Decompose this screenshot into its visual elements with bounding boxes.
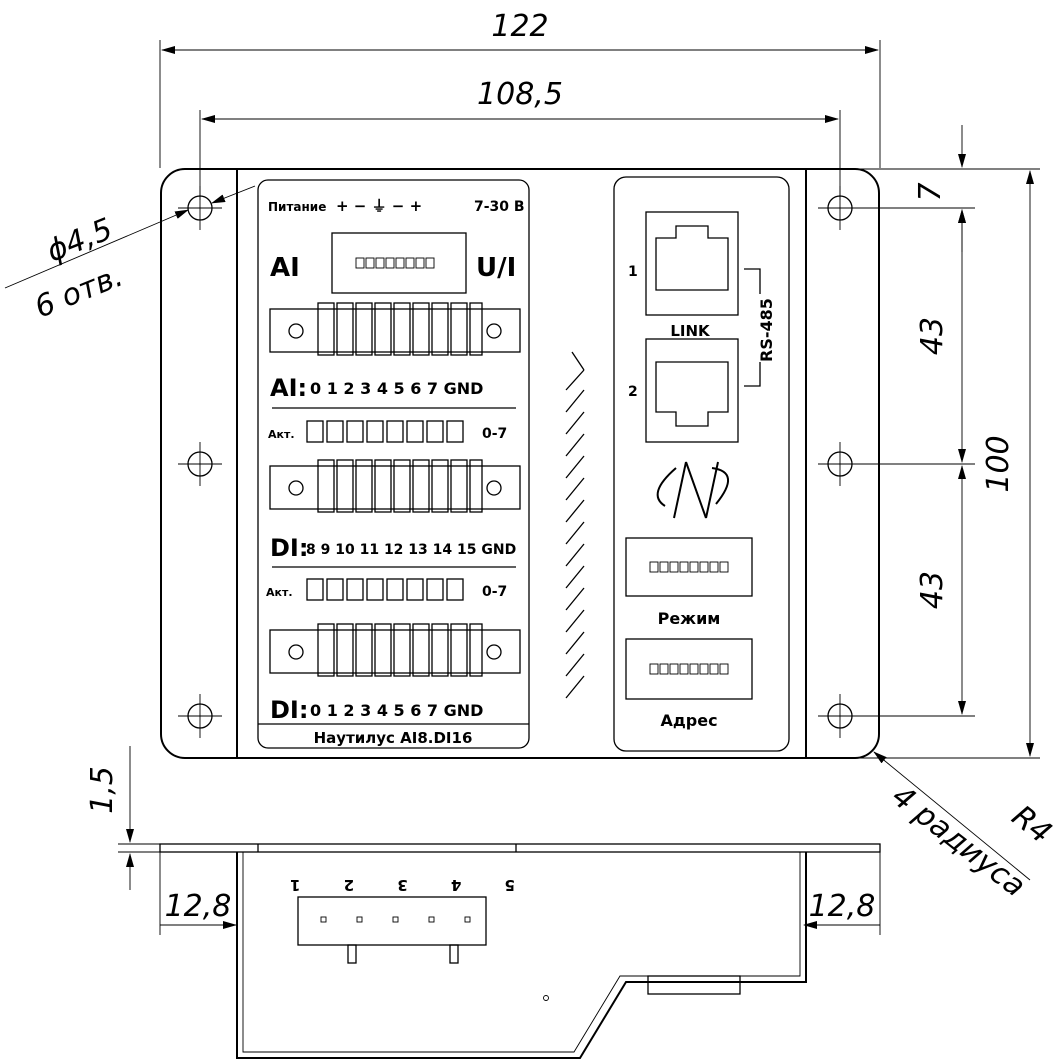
housing-outline [236, 168, 807, 759]
di-pin-row-2: DI: 0 1 2 3 4 5 6 7 GND [270, 696, 483, 724]
hole-mid-right [818, 442, 862, 486]
di-row2-prefix: DI: [270, 696, 308, 724]
akt-label-2: Акт. [266, 586, 293, 599]
power-row: Питание + − ⏚ − + 7-30 В [268, 197, 525, 215]
side-base-plate [159, 843, 881, 853]
power-signs: + − ⏚ − + [336, 197, 422, 215]
mode-label: Режим [658, 609, 721, 628]
vent-slots [565, 351, 585, 699]
port1-label: 1 [628, 264, 638, 280]
mode-dip-switch [625, 537, 753, 597]
dim-radius-count-text: 4 радиуса [885, 779, 1032, 904]
di-row2-numbers: 0 1 2 3 4 5 6 7 GND [310, 701, 483, 720]
hole-bottom-left [178, 694, 222, 738]
connector-ai [269, 302, 521, 356]
hole-bottom-right [818, 694, 862, 738]
akt-label-1: Акт. [268, 428, 295, 441]
hole-top-right [818, 186, 862, 230]
dim-offset-right-text: 12,8 [809, 889, 876, 924]
dimension-thickness: 1,5 [85, 746, 238, 890]
hole-mid-left [178, 442, 222, 486]
dimension-radius: 4 радиуса R4 [873, 751, 1054, 904]
ai-switch-right-label: U/I [476, 253, 516, 283]
dimension-offsets: 12,8 12,8 [159, 852, 881, 935]
akt-row-1: Акт. 0-7 [268, 420, 507, 443]
port2-label: 2 [628, 384, 638, 400]
ai-pin-row: AI: 0 1 2 3 4 5 6 7 GND [270, 374, 483, 402]
akt-range-1: 0-7 [482, 426, 507, 442]
dim-hole-count-text: 6 отв. [30, 259, 128, 326]
mounting-holes [178, 186, 862, 738]
ai-switch-left-label: AI [270, 253, 300, 283]
dimension-vertical-chain: 7 43 43 100 [850, 125, 1040, 759]
dim-offset-left-text: 12,8 [165, 889, 232, 924]
dimension-width-total: 122 [159, 9, 881, 168]
dim-hole-dia-text: ϕ4,5 [42, 212, 118, 270]
rs485-bracket: RS-485 [744, 268, 776, 387]
ai-dip-keys [355, 257, 435, 269]
di-pin-row-1: DI: 8 9 10 11 12 13 14 15 GND [270, 534, 516, 562]
di-row1-numbers: 8 9 10 11 12 13 14 15 GND [306, 542, 516, 558]
ai-mode-dip-switch [331, 232, 467, 294]
power-label: Питание [268, 200, 326, 214]
side-view: 5 4 3 2 1 [159, 843, 881, 1059]
right-label-panel [613, 176, 790, 752]
hole-top-left [178, 186, 222, 230]
dim-100-text: 100 [981, 435, 1016, 492]
dimension-width-holes: 108,5 [199, 77, 841, 200]
dim-43-lower-text: 43 [915, 571, 950, 609]
dim-108-5-text: 108,5 [477, 77, 563, 112]
ai-row-prefix: AI: [270, 374, 307, 402]
left-label-panel [257, 179, 530, 749]
rj45-port-1: 1 [628, 211, 739, 316]
front-view: Питание + − ⏚ − + 7-30 В AI U/I [160, 168, 880, 759]
brand-logo [656, 461, 729, 519]
dim-122-text: 122 [491, 9, 548, 44]
connector-di-upper [269, 459, 521, 513]
rs485-label: RS-485 [757, 298, 776, 362]
address-label: Адрес [660, 711, 717, 730]
rj45-port-2: 2 [628, 338, 739, 443]
dim-thickness-text: 1,5 [85, 766, 120, 814]
side-terminal-block: 5 4 3 2 1 [271, 876, 515, 964]
dim-radius-text: R4 [1005, 799, 1054, 851]
akt-row-2: Акт. 0-7 [266, 578, 507, 601]
dimension-hole-diameter: ϕ4,5 6 отв. [4, 185, 256, 326]
dim-7-text: 7 [913, 182, 948, 201]
address-dip-switch [625, 638, 753, 700]
side-pin-labels: 5 4 3 2 1 [271, 876, 515, 894]
model-name: Наутилус AI8.DI16 [314, 729, 473, 747]
di-row1-prefix: DI: [270, 534, 308, 562]
connector-ai-body [269, 308, 521, 353]
ai-switch-row: AI U/I [270, 232, 516, 294]
side-housing-outline [236, 852, 807, 1059]
voltage-label: 7-30 В [474, 199, 525, 215]
akt-range-2: 0-7 [482, 584, 507, 600]
ai-row-numbers: 0 1 2 3 4 5 6 7 GND [310, 379, 483, 398]
connector-di-lower [269, 623, 521, 677]
link-label: LINK [670, 322, 711, 340]
dim-43-upper-text: 43 [915, 317, 950, 355]
